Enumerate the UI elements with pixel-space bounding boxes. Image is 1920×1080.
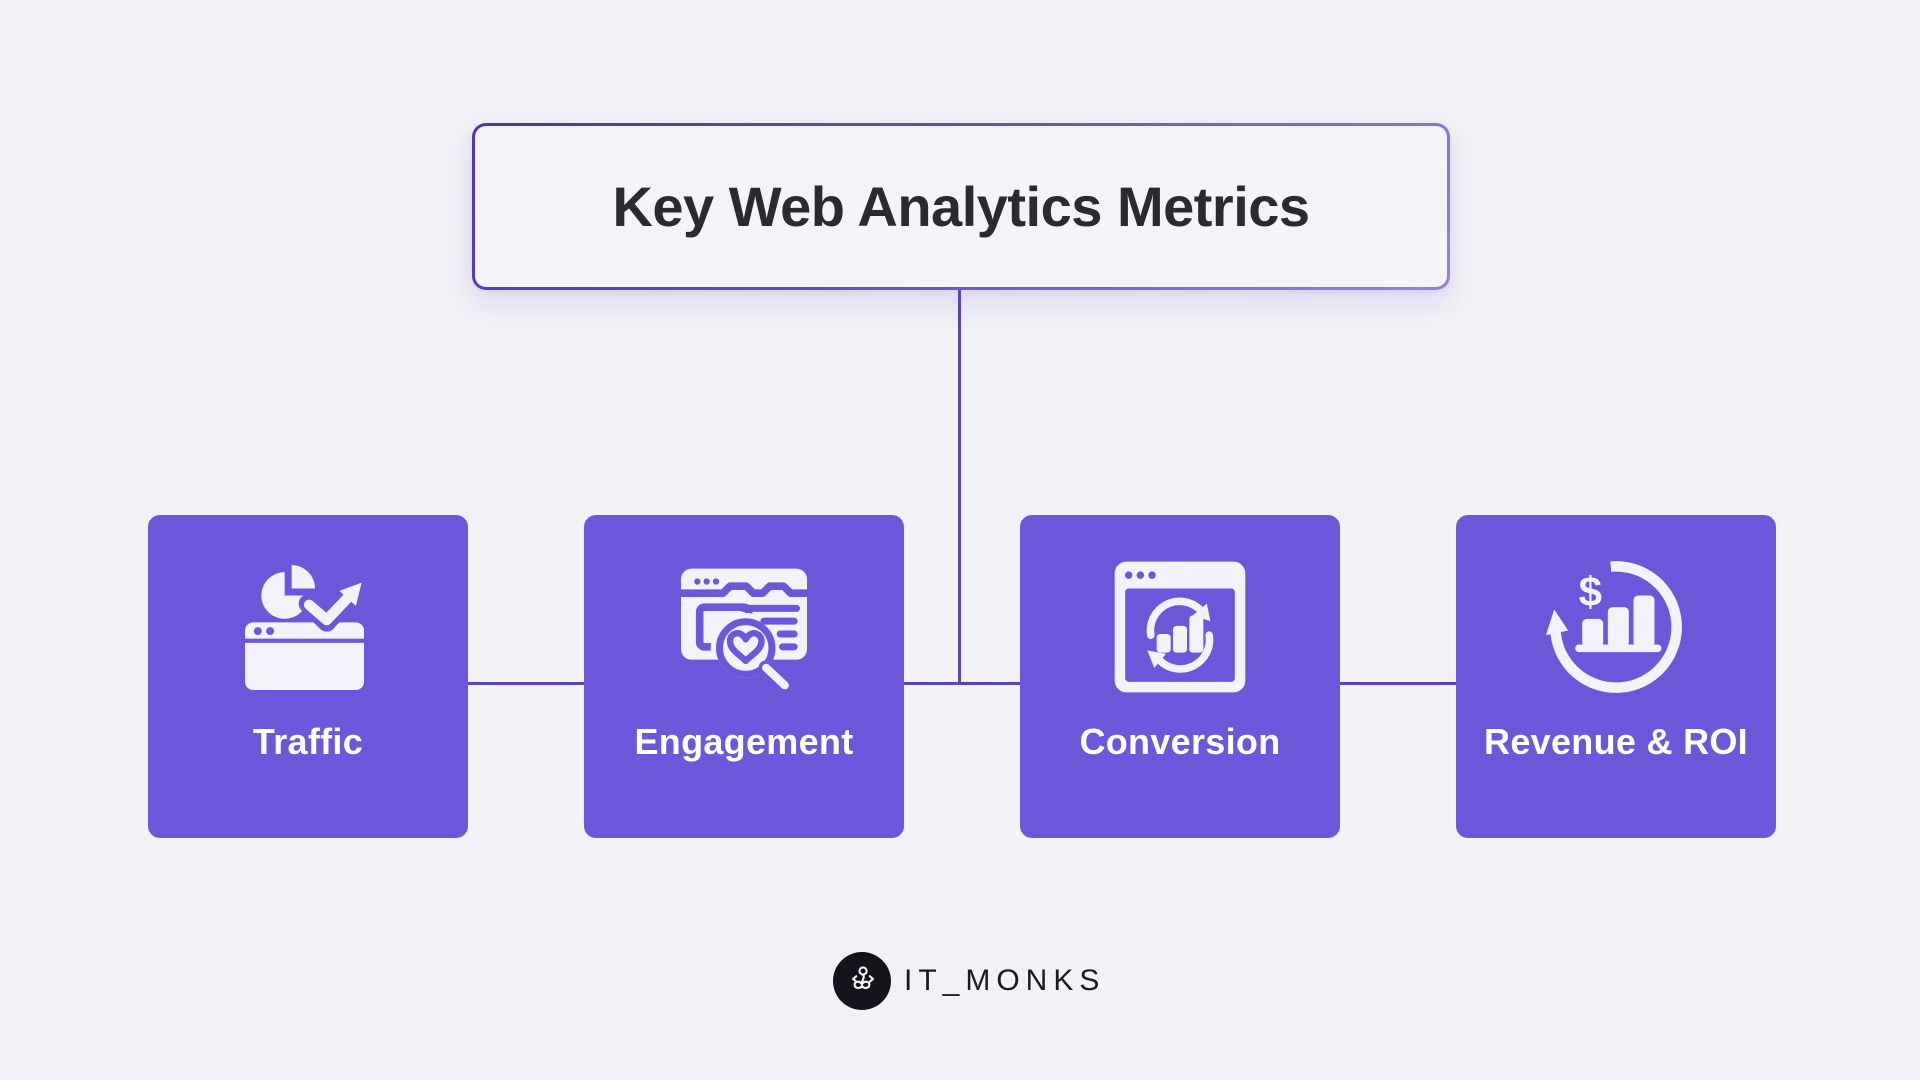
brand-footer: IT_MONKS (833, 952, 1105, 1010)
browser-sync-bars-icon (1114, 561, 1246, 693)
page-title: Key Web Analytics Metrics (612, 175, 1310, 238)
card-conversion: Conversion (1020, 515, 1340, 838)
traffic-pie-trend-arrow-icon (245, 565, 364, 690)
card-traffic: Traffic (148, 515, 468, 838)
meditating-monk-icon (852, 966, 875, 989)
svg-text:$: $ (1579, 568, 1602, 615)
connector-traffic-engagement (468, 682, 584, 685)
brand-logo-circle (833, 952, 891, 1010)
connector-conversion-revenue (1340, 682, 1456, 685)
card-engagement: Engagement (584, 515, 904, 838)
title-box-border: Key Web Analytics Metrics (472, 123, 1450, 290)
browser-heart-magnifier-icon (681, 568, 807, 693)
card-label-revenue-roi: Revenue & ROI (1484, 721, 1748, 762)
card-label-conversion: Conversion (1079, 721, 1281, 762)
title-box: Key Web Analytics Metrics (475, 126, 1447, 287)
connector-engagement-conversion (904, 682, 1020, 685)
card-label-traffic: Traffic (252, 721, 364, 762)
card-label-engagement: Engagement (634, 721, 854, 762)
connector-vertical (958, 290, 961, 684)
card-revenue-roi: $ Revenue & ROI (1456, 515, 1776, 838)
brand-name: IT_MONKS (904, 964, 1106, 997)
dollar-bars-cycle-icon: $ (1546, 561, 1682, 693)
